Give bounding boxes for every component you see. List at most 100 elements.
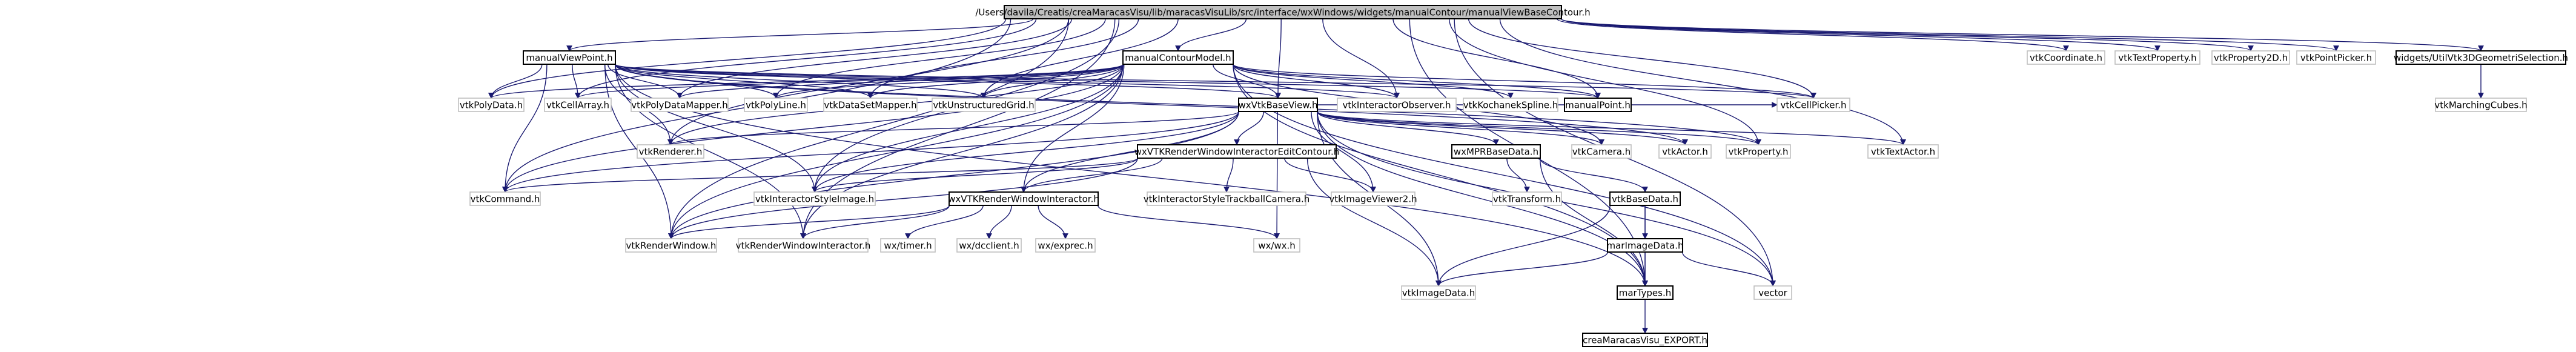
node-wx-exprec[interactable]: wx/exprec.h: [1035, 238, 1096, 253]
edge-wxVtkBaseView-to-marTypes: [1317, 111, 1648, 287]
edge-root-to-vtkTextProperty: [1560, 18, 2160, 51]
node-vtk-renderer[interactable]: vtkRenderer.h: [637, 144, 704, 159]
edge-wxVtkBaseView-to-vtkInteractorStyleImage: [812, 111, 1239, 193]
edge-manualContourModel-to-vtkPolyLine: [773, 64, 1124, 99]
edge-wxVTKRWIEditContour-to-vtkRenderWindow: [668, 158, 1138, 239]
node-manual-contour-model[interactable]: manualContourModel.h: [1122, 50, 1234, 65]
node-wx-vtk-rwi[interactable]: wxVTKRenderWindowInteractor.h: [948, 191, 1099, 206]
node-mar-image-data[interactable]: marImageData.h: [1606, 238, 1684, 253]
node-vtk-data-set-mapper[interactable]: vtkDataSetMapper.h: [823, 98, 918, 112]
edge-wxMPRBaseData-to-vtkTransform: [1506, 158, 1530, 193]
edge-wxVTKRWI-to-wxWx: [1098, 205, 1280, 239]
edge-wxVTKRWIEditContour-to-vtkCommand: [502, 158, 1138, 193]
node-vtk-is-trackball-camera[interactable]: vtkInteractorStyleTrackballCamera.h: [1144, 191, 1310, 206]
node-vtk-text-property[interactable]: vtkTextProperty.h: [2114, 50, 2200, 65]
node-vtk-interactor-style-image[interactable]: vtkInteractorStyleImage.h: [753, 191, 876, 206]
edge-root-to-vtkProperty2D: [1561, 18, 2254, 51]
node-mar-types[interactable]: marTypes.h: [1617, 285, 1674, 300]
node-vtk-render-window[interactable]: vtkRenderWindow.h: [625, 238, 717, 253]
node-label: /Users/davila/Creatis/creaMaracasVisu/li…: [975, 7, 1590, 18]
edge-manualViewPoint-to-vtkCellArray: [572, 64, 581, 99]
edge-wxVtkBaseView-to-wxVTKRWIEditContour: [1234, 111, 1264, 145]
node-crea-export[interactable]: creaMaracasVisu_EXPORT.h: [1582, 333, 1708, 347]
node-label: vtkPolyLine.h: [746, 100, 806, 111]
edge-manualContourModel-to-vtkPolyDataMapper: [677, 64, 1124, 99]
node-label: wx/exprec.h: [1038, 241, 1093, 251]
edge-wxVTKRWI-to-wxDcclient: [986, 205, 1012, 239]
edge-manualContourModel-to-vtkUnstructuredGrid: [981, 64, 1124, 99]
edge-manualViewPoint-to-vtkPolyDataMapper: [608, 64, 683, 99]
node-vtk-base-data[interactable]: vtkBaseData.h: [1609, 191, 1681, 206]
edge-wxMPRBaseData-to-vtkBaseData: [1540, 158, 1648, 193]
edge-root-to-vtkRenderWindow: [668, 18, 1070, 239]
node-vector[interactable]: vector: [1753, 285, 1792, 300]
node-manual-point[interactable]: manualPoint.h: [1564, 98, 1632, 112]
edge-manualContourModel-to-vtkDataSetMapper: [867, 64, 1124, 99]
node-manual-view-point[interactable]: manualViewPoint.h: [523, 50, 616, 65]
node-vtk-kochanek-spline[interactable]: vtkKochanekSpline.h: [1463, 98, 1558, 112]
node-vtk-poly-line[interactable]: vtkPolyLine.h: [744, 98, 808, 112]
edge-wxVtkBaseView-to-vtkCamera: [1317, 111, 1604, 145]
edge-manualContourModel-to-wxVtkBaseView: [1213, 64, 1281, 99]
edge-marImageData-to-vector: [1682, 251, 1776, 287]
node-label: vtkProperty.h: [1728, 147, 1788, 158]
node-vtk-image-viewer2[interactable]: vtkImageViewer2.h: [1329, 191, 1417, 206]
node-label: wx/wx.h: [1258, 241, 1296, 251]
node-vtk-point-picker[interactable]: vtkPointPicker.h: [2296, 50, 2376, 65]
node-vtk-unstructured-grid[interactable]: vtkUnstructuredGrid.h: [932, 98, 1036, 112]
node-label: wxVtkBaseView.h: [1239, 100, 1318, 111]
edge-root-to-vtkCellPicker: [1468, 18, 1816, 99]
node-label: vtkMarchingCubes.h: [2434, 100, 2527, 111]
node-root-header[interactable]: /Users/davila/Creatis/creaMaracasVisu/li…: [975, 5, 1591, 19]
node-vtk-marching-cubes[interactable]: vtkMarchingCubes.h: [2434, 98, 2528, 112]
edge-manualContourModel-to-vtkCellArray: [575, 64, 1124, 99]
node-vtk-poly-data[interactable]: vtkPolyData.h: [458, 98, 525, 112]
node-vtk-cell-array[interactable]: vtkCellArray.h: [544, 98, 612, 112]
node-util-geometri-selection[interactable]: widgets/UtilVtk3DGeometriSelection.h: [2394, 50, 2568, 65]
node-vtk-render-window-interactor[interactable]: vtkRenderWindowInteractor.h: [736, 238, 871, 253]
node-vtk-transform[interactable]: vtkTransform.h: [1492, 191, 1562, 206]
edge-wxVTKRWIEditContour-to-wxVTKRWI: [1021, 158, 1163, 193]
node-label: vtkProperty2D.h: [2214, 53, 2288, 64]
node-label: wx/timer.h: [884, 241, 932, 251]
node-wx-vtk-rwi-edit-contour[interactable]: wxVTKRenderWindowInteractorEditContour.h: [1134, 144, 1340, 159]
node-vtk-coordinate[interactable]: vtkCoordinate.h: [2027, 50, 2105, 65]
node-label: widgets/UtilVtk3DGeometriSelection.h: [2394, 53, 2568, 64]
node-vtk-cell-picker[interactable]: vtkCellPicker.h: [1776, 98, 1850, 112]
edge-manualViewPoint-to-vtkProperty: [615, 64, 1761, 145]
edge-manualContourModel-to-vtkInteractorObserver: [1233, 64, 1400, 99]
node-wx-mpr-base-data[interactable]: wxMPRBaseData.h: [1451, 144, 1541, 159]
node-label: vtkActor.h: [1662, 147, 1708, 158]
node-label: vtkCamera.h: [1572, 147, 1631, 158]
node-label: vtkCellPicker.h: [1780, 100, 1846, 111]
edge-root-to-manualPoint: [1392, 18, 1601, 99]
node-wx-dcclient[interactable]: wx/dcclient.h: [956, 238, 1022, 253]
node-vtk-camera[interactable]: vtkCamera.h: [1571, 144, 1632, 159]
node-label: vtkImageData.h: [1402, 288, 1475, 299]
node-label: vtkCommand.h: [471, 194, 540, 205]
node-wx-wx[interactable]: wx/wx.h: [1253, 238, 1300, 253]
edge-manualViewPoint-to-vtkInteractorObserver: [615, 64, 1400, 99]
node-label: marTypes.h: [1619, 288, 1672, 299]
node-vtk-image-data[interactable]: vtkImageData.h: [1401, 285, 1476, 300]
node-vtk-poly-data-mapper[interactable]: vtkPolyDataMapper.h: [631, 98, 729, 112]
node-vtk-text-actor[interactable]: vtkTextActor.h: [1867, 144, 1939, 159]
node-wx-timer[interactable]: wx/timer.h: [880, 238, 936, 253]
edge-wxVTKRWI-to-vtkRenderWindow: [668, 205, 950, 239]
edge-wxVtkBaseView-to-vtkImageViewer2: [1311, 111, 1376, 193]
node-vtk-actor[interactable]: vtkActor.h: [1658, 144, 1712, 159]
edge-manualContourModel-to-vtkRenderWindowInteractor: [800, 64, 1124, 239]
node-vtk-property[interactable]: vtkProperty.h: [1726, 144, 1791, 159]
node-wx-vtk-base-view[interactable]: wxVtkBaseView.h: [1238, 98, 1318, 112]
edge-manualViewPoint-to-vtkCommand: [502, 64, 548, 193]
node-label: wx/dcclient.h: [959, 241, 1019, 251]
node-label: creaMaracasVisu_EXPORT.h: [1583, 335, 1707, 347]
edge-manualContourModel-to-marTypes: [1233, 64, 1648, 287]
node-label: vtkKochanekSpline.h: [1463, 100, 1558, 111]
node-vtk-property-2d[interactable]: vtkProperty2D.h: [2211, 50, 2290, 65]
node-label: vtkInteractorObserver.h: [1342, 100, 1451, 111]
node-vtk-command[interactable]: vtkCommand.h: [469, 191, 541, 206]
node-vtk-interactor-observer[interactable]: vtkInteractorObserver.h: [1337, 98, 1457, 112]
edge-wxVtkBaseView-to-vtkRenderWindow: [668, 111, 1239, 239]
